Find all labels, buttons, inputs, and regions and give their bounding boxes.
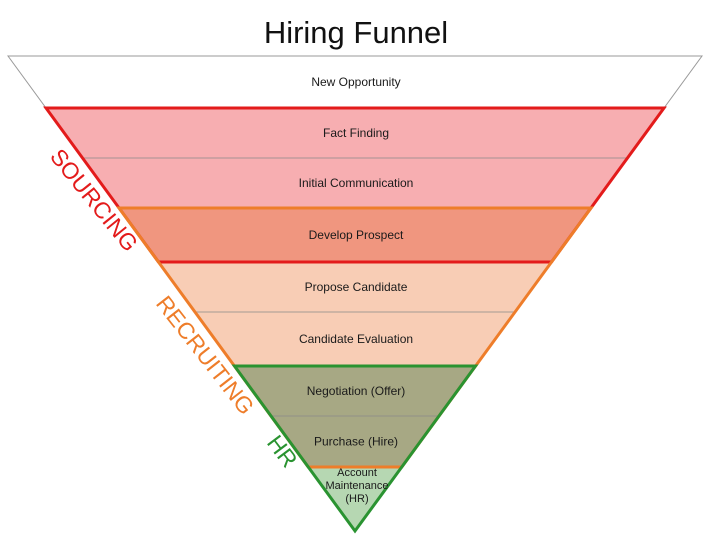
stage-label-new-opportunity: New Opportunity [311,75,400,89]
stage-label-candidate-evaluation: Candidate Evaluation [299,332,413,346]
stage-label-initial-communication: Initial Communication [299,176,414,190]
stage-label-negotiation-offer: Negotiation (Offer) [307,384,406,398]
stage-band-purchase-hire [271,416,439,467]
stage-label-propose-candidate: Propose Candidate [305,280,408,294]
stage-label-fact-finding: Fact Finding [323,126,389,140]
stage-label-develop-prospect: Develop Prospect [309,228,404,242]
stage-band-negotiation-offer [234,366,476,416]
stage-band-candidate-evaluation [195,312,515,366]
stage-label-purchase-hire: Purchase (Hire) [314,435,398,449]
diagram-title: Hiring Funnel [264,15,448,50]
stage-band-propose-candidate [158,262,552,312]
stage-band-new-opportunity [8,56,702,108]
stage-band-fact-finding [46,108,664,158]
stage-band-account-maintenance-hr [308,467,402,531]
stage-band-develop-prospect [119,208,591,262]
funnel-stages [8,56,702,531]
group-outline-hr [231,364,479,534]
stage-band-initial-communication [82,158,628,208]
